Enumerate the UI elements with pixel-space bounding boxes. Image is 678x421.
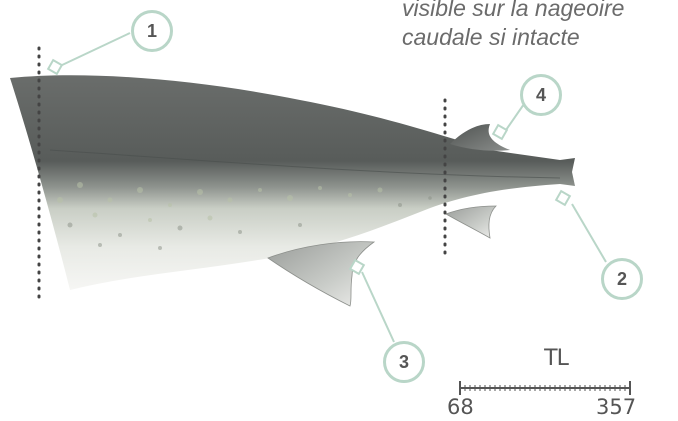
scale-min-value: 68 <box>447 395 474 419</box>
marker-4: 4 <box>520 74 562 116</box>
marker-1: 1 <box>131 10 173 52</box>
marker-3: 3 <box>383 341 425 383</box>
scale-title: TL <box>526 346 586 371</box>
caption-line-2: caudale si intacte <box>402 23 678 52</box>
ventral-fin-rear <box>446 206 496 238</box>
caption-line-1: visible sur la nageoire <box>402 0 678 23</box>
marker-2: 2 <box>601 258 643 300</box>
scale-max-value: 357 <box>596 395 636 419</box>
caption: visible sur la nageoire caudale si intac… <box>402 0 678 52</box>
